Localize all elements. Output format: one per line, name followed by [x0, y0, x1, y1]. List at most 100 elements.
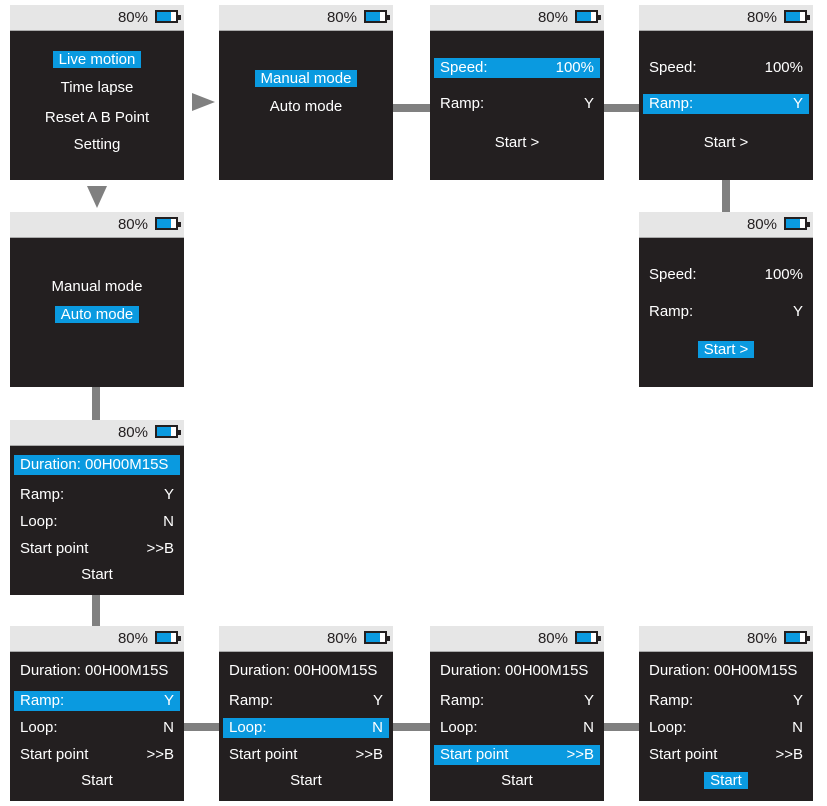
battery-percent: 80%	[117, 216, 148, 233]
menu-row[interactable]: Loop:N	[223, 718, 389, 738]
menu-item[interactable]: Auto mode	[10, 305, 184, 325]
menu-item[interactable]: Start >	[639, 340, 813, 360]
menu-row[interactable]: Duration: 00H00M15S	[430, 661, 604, 681]
row-label: Duration: 00H00M15S	[229, 662, 378, 679]
row-value: Y	[792, 692, 803, 709]
row-value: N	[583, 719, 594, 736]
menu-row[interactable]: Start point>>B	[639, 745, 813, 765]
battery-percent: 80%	[117, 9, 148, 26]
row-value: N	[163, 719, 174, 736]
menu-row[interactable]: Duration: 00H00M15S	[639, 661, 813, 681]
battery-percent: 80%	[746, 9, 777, 26]
status-bar: 80%	[219, 5, 393, 31]
menu-item[interactable]: Auto mode	[219, 97, 393, 117]
menu-row[interactable]: Ramp:Y	[14, 691, 180, 711]
menu-item[interactable]: Start >	[430, 133, 604, 153]
status-bar: 80%	[10, 5, 184, 31]
row-label: Duration: 00H00M15S	[440, 662, 589, 679]
battery-icon	[364, 10, 390, 23]
menu-item[interactable]: Start	[639, 771, 813, 791]
menu-row[interactable]: Start point>>B	[219, 745, 393, 765]
connector	[184, 723, 219, 731]
menu-item[interactable]: Start	[430, 771, 604, 791]
menu-item[interactable]: Start	[10, 771, 184, 791]
menu-row[interactable]: Start point>>B	[10, 539, 184, 559]
row-label: Ramp:	[649, 95, 694, 112]
menu-row[interactable]: Ramp:Y	[430, 691, 604, 711]
row-label: Ramp:	[229, 692, 274, 709]
menu-row[interactable]: Ramp:Y	[430, 94, 604, 114]
row-value: >>B	[355, 746, 383, 763]
row-value: Y	[372, 692, 383, 709]
row-value: >>B	[146, 540, 174, 557]
menu-item-label: Manual mode	[51, 278, 143, 295]
menu-item-label: Start >	[703, 134, 749, 151]
menu-row[interactable]: Duration: 00H00M15S	[219, 661, 393, 681]
row-value: 100%	[764, 266, 803, 283]
menu-item[interactable]: Live motion	[10, 50, 184, 70]
menu-row[interactable]: Ramp: Y	[10, 485, 184, 505]
menu-row[interactable]: Loop: N	[10, 512, 184, 532]
row-value: N	[163, 513, 174, 530]
menu-item-label: Auto mode	[54, 306, 140, 323]
row-value: Y	[792, 95, 803, 112]
screen-live-start: 80% Speed:100% Ramp:Y Start >	[639, 212, 813, 387]
battery-percent: 80%	[117, 424, 148, 441]
menu-item-label: Start >	[697, 341, 755, 358]
battery-icon	[155, 425, 181, 438]
row-label: Duration: 00H00M15S	[649, 662, 798, 679]
row-value: Y	[583, 95, 594, 112]
menu-row[interactable]: Ramp: Y	[219, 691, 393, 711]
menu-row[interactable]: Duration: 00H00M15S	[10, 661, 184, 681]
row-value: N	[792, 719, 803, 736]
menu-row[interactable]: Speed:100%	[434, 58, 600, 78]
battery-percent: 80%	[537, 630, 568, 647]
menu-item[interactable]: Setting	[10, 135, 184, 155]
menu-row[interactable]: Start point>>B	[434, 745, 600, 765]
row-label: Ramp:	[649, 692, 694, 709]
battery-icon	[784, 631, 810, 644]
menu-item-label: Start	[81, 772, 113, 789]
row-value: N	[372, 719, 383, 736]
arrow-down-icon	[87, 186, 107, 208]
menu-row[interactable]: Loop: N	[10, 718, 184, 738]
row-value: Y	[163, 486, 174, 503]
menu-row[interactable]: Ramp: Y	[639, 691, 813, 711]
status-bar: 80%	[219, 626, 393, 652]
menu-row[interactable]: Speed:100%	[639, 58, 813, 78]
battery-icon	[155, 10, 181, 23]
menu-row[interactable]: Loop:N	[430, 718, 604, 738]
menu-item-label: Manual mode	[254, 70, 358, 87]
menu-row[interactable]: Start point>>B	[10, 745, 184, 765]
row-label: Start point	[649, 746, 718, 763]
menu-item[interactable]: Reset A B Point	[10, 108, 184, 128]
menu-item[interactable]: Start	[219, 771, 393, 791]
menu-item[interactable]: Manual mode	[10, 277, 184, 297]
status-bar: 80%	[639, 626, 813, 652]
row-label: Loop:	[20, 719, 58, 736]
menu-item[interactable]: Start >	[639, 133, 813, 153]
menu-row[interactable]: Speed:100%	[639, 265, 813, 285]
connector	[92, 595, 100, 626]
menu-item[interactable]: Manual mode	[219, 69, 393, 89]
menu-item-label: Start	[290, 772, 322, 789]
battery-percent: 80%	[746, 216, 777, 233]
status-bar: 80%	[10, 420, 184, 446]
battery-icon	[575, 631, 601, 644]
menu-row[interactable]: Duration: 00H00M15S	[14, 455, 180, 475]
connector	[393, 104, 430, 112]
menu-row[interactable]: Ramp:Y	[639, 302, 813, 322]
menu-item[interactable]: Start	[10, 565, 184, 585]
row-label: Ramp:	[440, 692, 485, 709]
connector	[722, 180, 730, 212]
menu-item-label: Auto mode	[269, 98, 343, 115]
menu-item[interactable]: Time lapse	[10, 78, 184, 98]
row-label: Start point	[440, 746, 509, 763]
menu-row[interactable]: Loop:N	[639, 718, 813, 738]
row-label: Ramp:	[20, 486, 65, 503]
menu-row[interactable]: Ramp: Y	[643, 94, 809, 114]
row-label: Loop:	[20, 513, 58, 530]
menu-item-label: Live motion	[52, 51, 142, 68]
